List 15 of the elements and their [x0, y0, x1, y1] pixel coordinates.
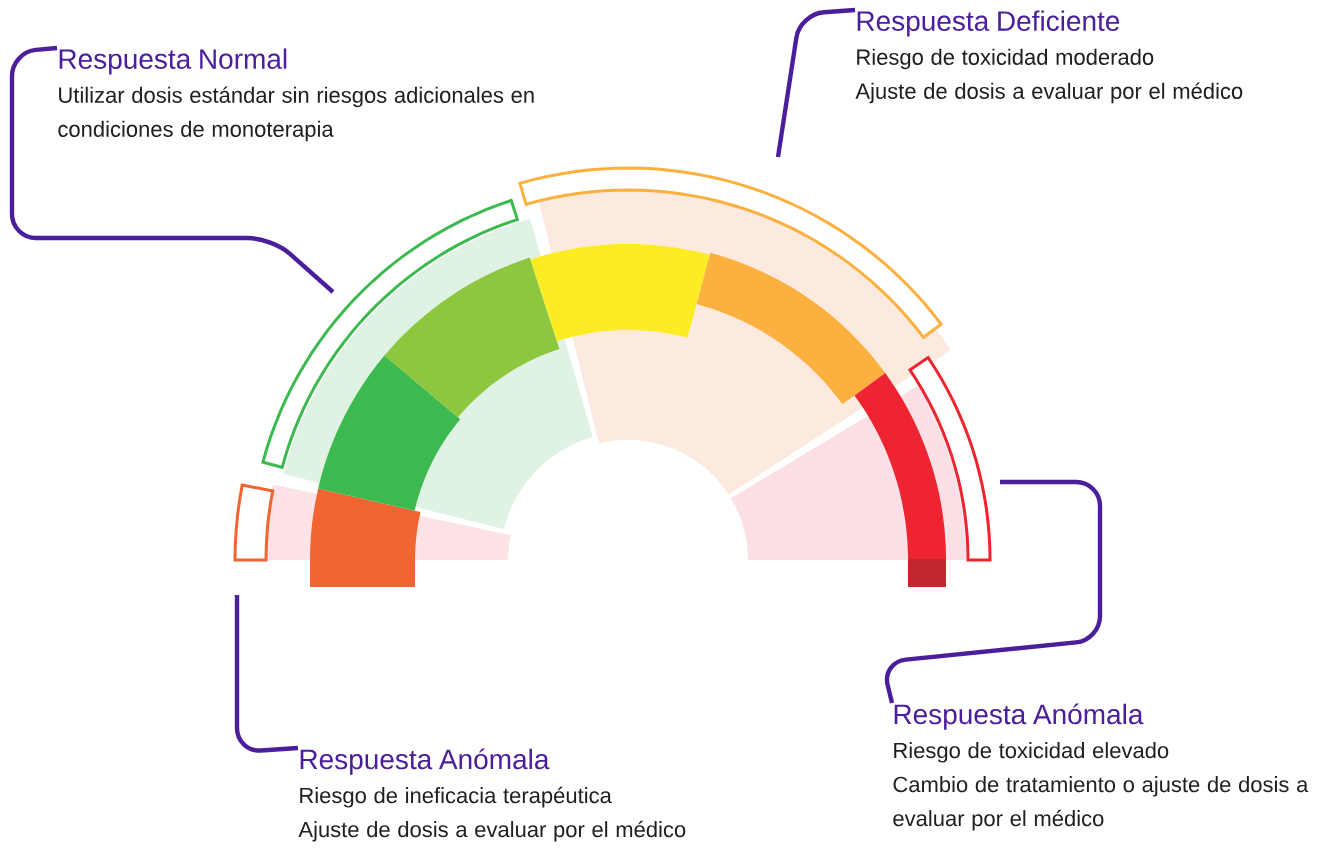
leader-line — [234, 595, 299, 753]
description-text: Riesgo de ineficacia terapéutica — [300, 786, 612, 808]
description-text: Ajuste de dosis a evaluar por el médico — [855, 82, 1243, 104]
heading: Respuesta Normal — [59, 48, 287, 75]
heading: Respuesta Anómala — [300, 748, 550, 775]
heading: Respuesta Deficiente — [857, 10, 1120, 37]
leader-line — [9, 45, 335, 294]
heading: Respuesta Anómala — [894, 703, 1144, 730]
description-text: Riesgo de toxicidad elevado — [894, 742, 1169, 763]
description-text: Cambio de tratamiento o ajuste de dosis a evaluar por el médico — [893, 776, 1309, 831]
description-text: Ajuste de dosis a evaluar por el médico — [298, 820, 686, 842]
leader-line — [775, 7, 856, 158]
leader-line — [884, 479, 1103, 704]
description-text: Riesgo de toxicidad moderado — [857, 48, 1154, 70]
description-text: Utilizar dosis estándar sin riesgos adicionales en condiciones de monoterapia — [58, 86, 534, 142]
